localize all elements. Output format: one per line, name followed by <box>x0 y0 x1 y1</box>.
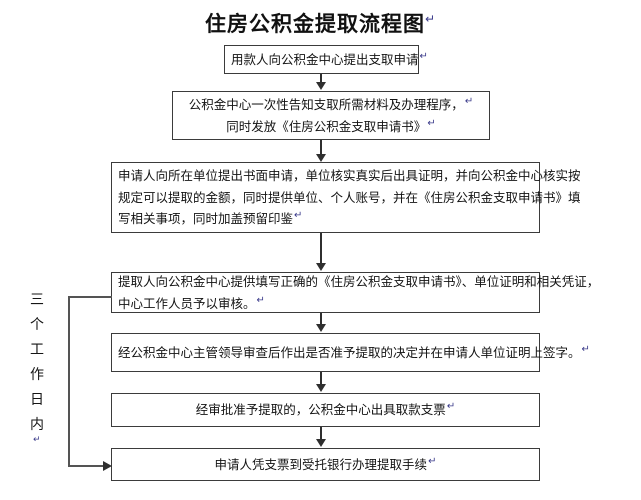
side-label-return-mark: ↵ <box>33 435 41 446</box>
arrow-1-to-2-icon <box>316 82 326 90</box>
page-title: 住房公积金提取流程图↵ <box>0 8 641 38</box>
node-text-line: 提取人向公积金中心提供填写正确的《住房公积金支取申请书》、单位证明和相关凭证， <box>118 274 600 290</box>
title-return-mark: ↵ <box>424 12 437 26</box>
side-label-char: 内 <box>30 416 44 433</box>
node-text-line: 中心工作人员予以审核。↵ <box>118 294 265 311</box>
connector-2-to-3 <box>320 140 322 154</box>
page-title-text: 住房公积金提取流程图 <box>204 12 425 36</box>
side-label-char: 三 <box>30 292 44 308</box>
bypass-vertical-segment <box>68 296 70 466</box>
node-text-line: 规定可以提取的金额，同时提供单位、个人账号，并在《住房公积金支取申请书》填 <box>118 189 581 205</box>
step-7-withdraw-at-bank: 申请人凭支票到受托银行办理提取手续↵ <box>111 448 540 481</box>
arrow-2-to-3-icon <box>316 154 326 162</box>
node-text-line: 申请人向所在单位提出书面申请，单位核实真实后出具证明，并向公积金中心核实按 <box>118 168 581 184</box>
bypass-bottom-segment <box>68 465 104 467</box>
bypass-top-segment <box>68 296 112 298</box>
step-5-leader-approval-signature: 经公积金中心主管领导审查后作出是否准予提取的决定并在申请人单位证明上签字。↵ <box>111 333 590 372</box>
node-text-line: 申请人凭支票到受托银行办理提取手续↵ <box>214 455 437 472</box>
node-text-line: 用款人向公积金中心提出支取申请↵ <box>231 50 428 67</box>
node-text-line: 写相关事项，同时加盖预留印鉴↵ <box>118 210 303 227</box>
node-text-line: 同时发放《住房公积金支取申请书》↵ <box>226 117 436 134</box>
step-6-center-issues-check: 经审批准予提取的，公积金中心出具取款支票↵ <box>111 393 540 427</box>
side-label-char: 日 <box>30 391 44 408</box>
connector-4-to-5 <box>320 313 322 325</box>
connector-1-to-2 <box>320 74 322 85</box>
duration-side-label: 三 个 工 作 日 内 ↵ <box>24 288 50 445</box>
connector-3-to-4 <box>320 233 322 264</box>
step-4-submit-documents-for-review: 提取人向公积金中心提供填写正确的《住房公积金支取申请书》、单位证明和相关凭证， … <box>111 272 600 313</box>
connector-6-to-7 <box>320 427 322 439</box>
side-label-char: 个 <box>30 316 44 333</box>
node-text-line: 公积金中心一次性告知支取所需材料及办理程序，↵ <box>188 96 474 113</box>
arrow-6-to-7-icon <box>316 439 326 447</box>
arrow-bypass-to-step-7-icon <box>103 461 112 471</box>
arrow-3-to-4-icon <box>316 263 326 271</box>
step-1-applicant-submits-request: 用款人向公积金中心提出支取申请↵ <box>224 45 428 74</box>
node-text-line: 经审批准予提取的，公积金中心出具取款支票↵ <box>195 401 456 418</box>
connector-5-to-6 <box>320 372 322 384</box>
step-2-center-informs-materials: 公积金中心一次性告知支取所需材料及办理程序，↵ 同时发放《住房公积金支取申请书》… <box>172 91 490 140</box>
side-label-char: 作 <box>30 366 44 383</box>
step-3-written-application-to-employer: 申请人向所在单位提出书面申请，单位核实真实后出具证明，并向公积金中心核实按 规定… <box>111 162 581 233</box>
side-label-char: 工 <box>30 341 44 358</box>
node-text-line: 经公积金中心主管领导审查后作出是否准予提取的决定并在申请人单位证明上签字。↵ <box>118 343 590 360</box>
arrow-5-to-6-icon <box>316 384 326 392</box>
arrow-4-to-5-icon <box>316 324 326 332</box>
